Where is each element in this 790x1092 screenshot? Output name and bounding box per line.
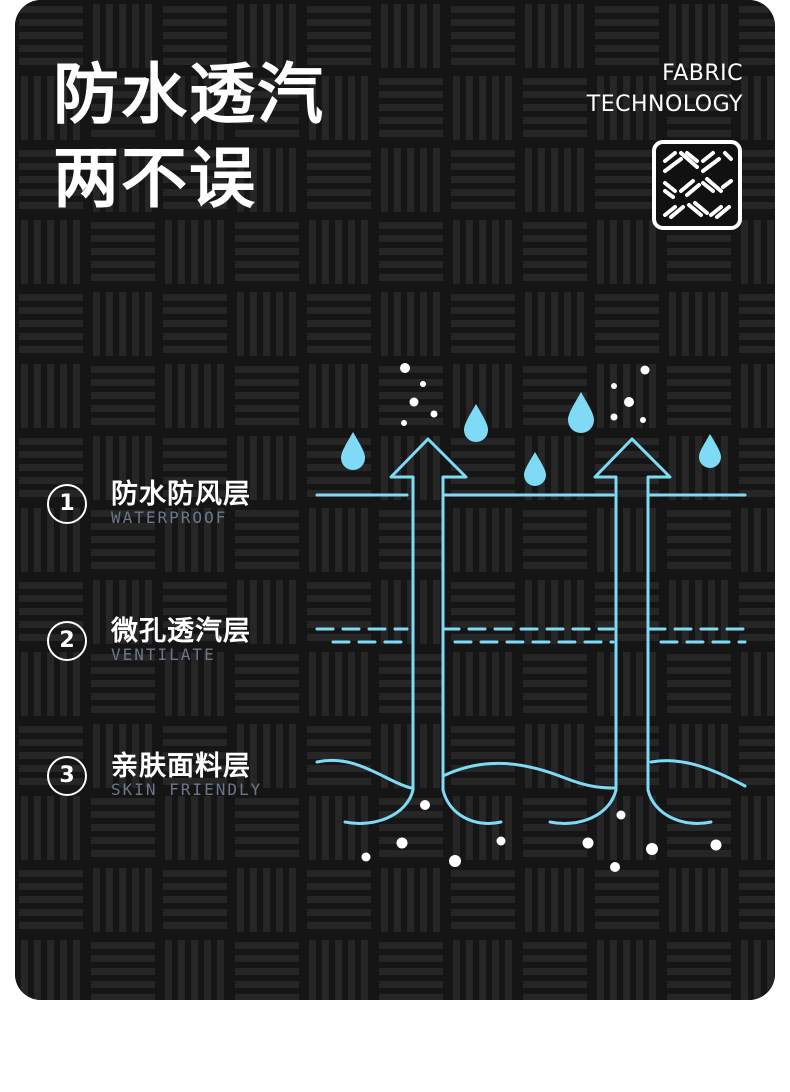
layer-number-3: 3: [47, 756, 87, 796]
layer-subtitle-3: SKIN FRIENDLY: [111, 780, 263, 799]
brand-line-2: TECHNOLOGY: [586, 92, 743, 117]
fabric-layer-diagram: [315, 363, 747, 872]
poster-card: 防水透汽 两不误 FABRIC TECHNOLOGY 1 防水防风层 WATER…: [15, 0, 775, 1000]
brand-line-1: FABRIC: [662, 61, 743, 86]
layer-name-3: 亲肤面料层: [111, 751, 251, 782]
fabric-weave-icon: [652, 140, 742, 230]
skin-layer-wave: [315, 758, 747, 790]
headline-line-1: 防水透汽: [53, 56, 325, 133]
layer-subtitle-1: WATERPROOF: [111, 508, 228, 527]
microporous-dashed-lines: [315, 627, 747, 644]
vapor-dots: [361, 363, 722, 872]
headline-line-2: 两不误: [53, 140, 257, 217]
layer-number-2: 2: [47, 621, 87, 661]
layer-subtitle-2: VENTILATE: [111, 645, 216, 664]
upward-arrow-icon: [548, 437, 713, 825]
fabric-technology-label: FABRIC TECHNOLOGY: [587, 58, 743, 120]
upward-arrow-icon: [343, 437, 503, 825]
water-drop-icon: [341, 392, 721, 486]
layer-name-1: 防水防风层: [111, 479, 251, 510]
layer-number-1: 1: [47, 484, 87, 524]
layer-name-2: 微孔透汽层: [111, 616, 251, 647]
